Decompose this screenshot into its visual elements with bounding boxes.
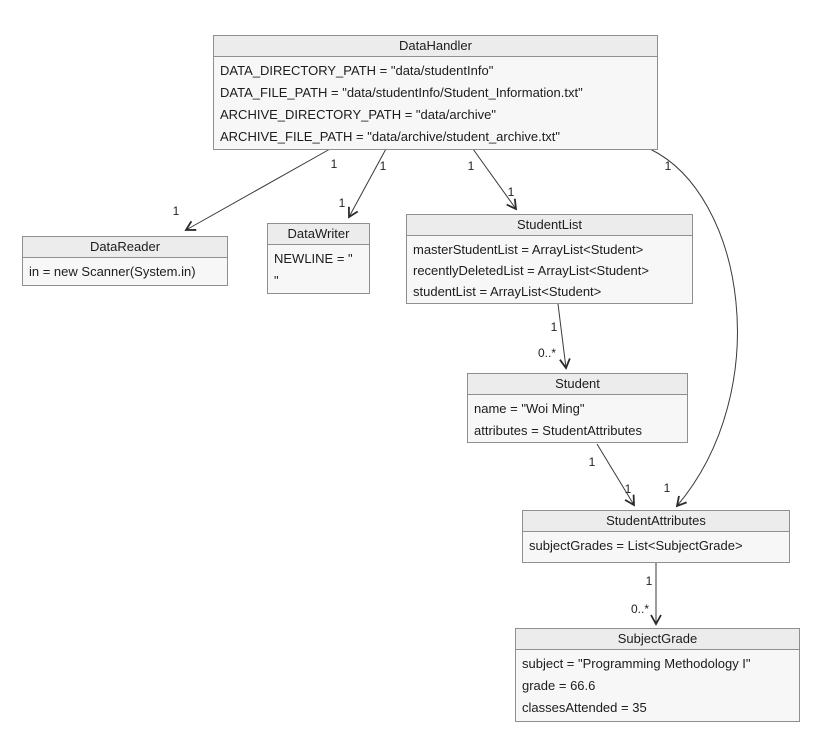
class-box-student: Student name = "Woi Ming" attributes = S… bbox=[467, 373, 688, 443]
class-title-subjectgrade: SubjectGrade bbox=[516, 629, 799, 650]
class-title-datahandler: DataHandler bbox=[214, 36, 657, 57]
class-body-subjectgrade: subject = "Programming Methodology I" gr… bbox=[516, 650, 799, 721]
class-attribute: name = "Woi Ming" bbox=[474, 401, 585, 416]
class-box-studentattributes: StudentAttributes subjectGrades = List<S… bbox=[522, 510, 790, 563]
multiplicity-label: 1 bbox=[338, 196, 346, 210]
class-body-datahandler: DATA_DIRECTORY_PATH = "data/studentInfo"… bbox=[214, 57, 657, 150]
class-body-student: name = "Woi Ming" attributes = StudentAt… bbox=[468, 395, 687, 444]
multiplicity-label: 1 bbox=[624, 482, 632, 496]
class-attribute: " bbox=[274, 273, 279, 288]
class-attribute: studentList = ArrayList<Student> bbox=[413, 284, 602, 299]
class-attribute: in = new Scanner(System.in) bbox=[29, 264, 196, 279]
class-body-datareader: in = new Scanner(System.in) bbox=[23, 258, 227, 285]
class-body-studentlist: masterStudentList = ArrayList<Student> r… bbox=[407, 236, 692, 304]
class-title-datawriter: DataWriter bbox=[268, 224, 369, 245]
multiplicity-label: 1 bbox=[172, 204, 180, 218]
multiplicity-label: 0..* bbox=[537, 346, 557, 360]
multiplicity-label: 1 bbox=[467, 159, 475, 173]
edge-datahandler-datawriter bbox=[347, 146, 388, 219]
class-title-datareader: DataReader bbox=[23, 237, 227, 258]
multiplicity-label: 1 bbox=[379, 159, 387, 173]
class-attribute: ARCHIVE_DIRECTORY_PATH = "data/archive" bbox=[220, 107, 496, 122]
class-attribute: ARCHIVE_FILE_PATH = "data/archive/studen… bbox=[220, 129, 561, 144]
edge-datahandler-studentattributes bbox=[649, 148, 738, 508]
class-attribute: grade = 66.6 bbox=[522, 678, 596, 693]
class-title-student: Student bbox=[468, 374, 687, 395]
multiplicity-label: 1 bbox=[664, 159, 672, 173]
edge-datahandler-datareader bbox=[184, 148, 331, 231]
class-box-datareader: DataReader in = new Scanner(System.in) bbox=[22, 236, 228, 286]
edge-datahandler-studentlist bbox=[472, 148, 518, 211]
class-title-studentattributes: StudentAttributes bbox=[523, 511, 789, 532]
class-box-subjectgrade: SubjectGrade subject = "Programming Meth… bbox=[515, 628, 800, 722]
multiplicity-label: 1 bbox=[588, 455, 596, 469]
class-attribute: DATA_DIRECTORY_PATH = "data/studentInfo" bbox=[220, 63, 494, 78]
multiplicity-label: 1 bbox=[507, 185, 515, 199]
class-box-datahandler: DataHandler DATA_DIRECTORY_PATH = "data/… bbox=[213, 35, 658, 150]
edge-studentlist-student bbox=[557, 303, 571, 370]
class-box-studentlist: StudentList masterStudentList = ArrayLis… bbox=[406, 214, 693, 304]
class-attribute: subjectGrades = List<SubjectGrade> bbox=[529, 538, 743, 553]
multiplicity-label: 0..* bbox=[630, 602, 650, 616]
class-body-studentattributes: subjectGrades = List<SubjectGrade> bbox=[523, 532, 789, 559]
multiplicity-label: 1 bbox=[645, 574, 653, 588]
class-attribute: masterStudentList = ArrayList<Student> bbox=[413, 242, 644, 257]
multiplicity-label: 1 bbox=[550, 320, 558, 334]
class-attribute: recentlyDeletedList = ArrayList<Student> bbox=[413, 263, 649, 278]
multiplicity-label: 1 bbox=[330, 157, 338, 171]
class-attribute: DATA_FILE_PATH = "data/studentInfo/Stude… bbox=[220, 85, 583, 100]
multiplicity-label: 1 bbox=[663, 481, 671, 495]
class-attribute: attributes = StudentAttributes bbox=[474, 423, 643, 438]
class-title-studentlist: StudentList bbox=[407, 215, 692, 236]
class-attribute: NEWLINE = " bbox=[274, 251, 353, 266]
class-attribute: subject = "Programming Methodology I" bbox=[522, 656, 751, 671]
class-box-datawriter: DataWriter NEWLINE = " " bbox=[267, 223, 370, 294]
class-body-datawriter: NEWLINE = " " bbox=[268, 245, 369, 294]
class-attribute: classesAttended = 35 bbox=[522, 700, 647, 715]
